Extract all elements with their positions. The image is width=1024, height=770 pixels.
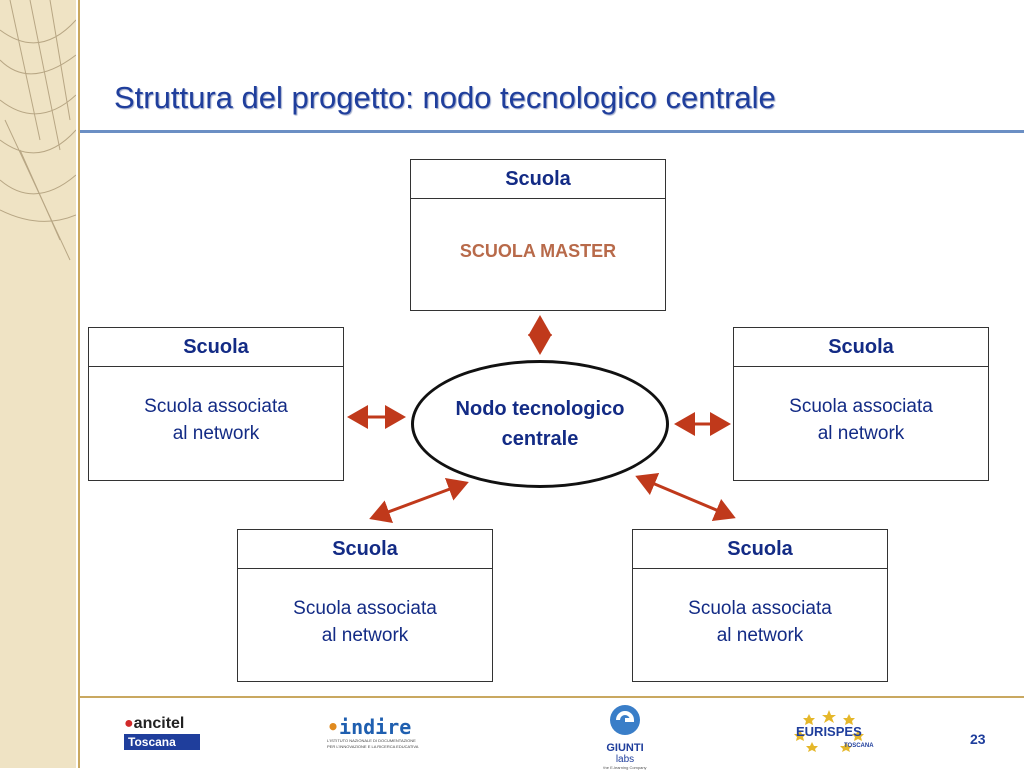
indire-logo-sub1: L'ISTITUTO NAZIONALE DI DOCUMENTAZIONE: [327, 738, 416, 743]
title-divider: [80, 130, 1024, 133]
box-line: al network: [817, 423, 905, 444]
box-body: Scuola associata al network: [89, 367, 343, 481]
page-title: Struttura del progetto: nodo tecnologico…: [114, 80, 776, 115]
box-body: Scuola associata al network: [734, 367, 988, 481]
central-node-line1: Nodo tecnologico: [455, 398, 625, 420]
central-node: Nodo tecnologico centrale: [411, 360, 669, 488]
arrow-bottomleft-hub: [369, 478, 469, 523]
box-line: al network: [321, 624, 409, 646]
sidebar-border: [78, 0, 80, 768]
school-box-right: Scuola Scuola associata al network: [733, 327, 989, 481]
school-box-bottom-left: Scuola Scuola associata al network: [237, 529, 493, 682]
indire-logo-name: indire: [339, 715, 412, 739]
central-node-line2: centrale: [501, 428, 579, 450]
school-box-left: Scuola Scuola associata al network: [88, 327, 344, 481]
school-box-bottom-right: Scuola Scuola associata al network: [632, 529, 888, 682]
stars-circle-icon: [794, 710, 864, 752]
box-body: Scuola associata al network: [238, 569, 492, 682]
ancitel-logo-region: Toscana: [124, 734, 200, 750]
box-header: Scuola: [238, 530, 492, 569]
arrow-bottomright-hub: [635, 472, 736, 522]
ancitel-logo-name: ancitel: [133, 715, 185, 732]
box-header: Scuola: [633, 530, 887, 569]
box-line: Scuola associata: [688, 597, 832, 619]
box-line: Scuola associata: [293, 597, 437, 619]
box-body: Scuola associata al network: [633, 569, 887, 682]
box-line: Scuola associata: [789, 396, 933, 418]
giunti-swirl-icon: [610, 705, 640, 735]
giunti-logo-name: GIUNTI: [606, 742, 644, 754]
eurispes-logo-name: EURISPES: [796, 724, 862, 739]
box-line: al network: [716, 624, 804, 646]
box-line: Scuola associata: [144, 396, 288, 418]
box-header: Scuola: [411, 160, 665, 199]
sidebar-decoration: [0, 0, 76, 768]
ancitel-logo: ●ancitel Toscana: [124, 716, 200, 750]
giunti-logo: GIUNTI labs the E-learning Company: [596, 703, 654, 770]
master-label: SCUOLA MASTER: [459, 241, 617, 262]
box-line: al network: [172, 423, 260, 444]
sketch-illustration: [0, 0, 76, 261]
footer-divider: [80, 696, 1024, 698]
indire-logo-sub2: PER L'INNOVAZIONE E LA RICERCA EDUCATIVA: [327, 744, 419, 749]
box-header: Scuola: [734, 328, 988, 367]
box-header: Scuola: [89, 328, 343, 367]
page-number: 23: [970, 731, 986, 747]
eurispes-logo-region: TOSCANA: [844, 743, 874, 749]
master-school-box: Scuola SCUOLA MASTER: [410, 159, 666, 311]
indire-logo: •indire L'ISTITUTO NAZIONALE DI DOCUMENT…: [327, 716, 437, 750]
giunti-logo-sub: labs: [615, 754, 635, 765]
